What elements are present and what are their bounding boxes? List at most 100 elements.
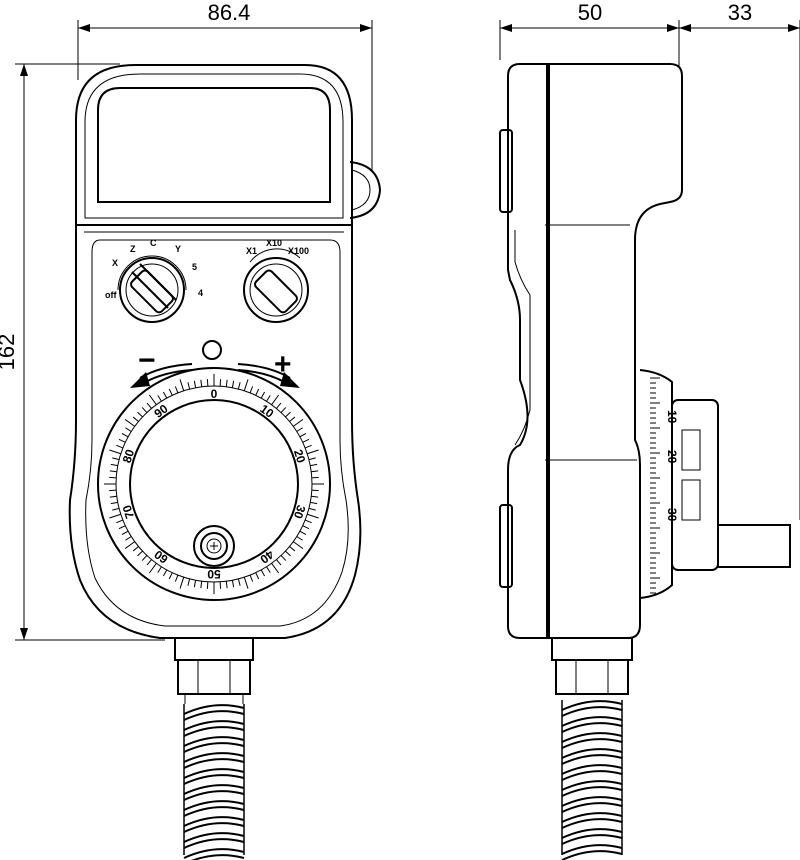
handwheel-tick: [125, 427, 132, 432]
handwheel-side-profile: 10 20 30: [639, 369, 791, 599]
handwheel-tick: [193, 380, 197, 388]
handwheel-tick: [112, 457, 120, 461]
handwheel-tick: [299, 530, 307, 536]
handwheel-tick: [141, 555, 148, 561]
handwheel-scale-label: 80: [120, 447, 138, 464]
handwheel-tick: [237, 578, 241, 586]
handwheel-tick: [311, 470, 319, 473]
handwheel-tick: [308, 507, 316, 511]
handwheel-tick: [118, 438, 126, 443]
axis-label-4: 4: [198, 288, 203, 298]
indicator-lamp: [202, 340, 222, 360]
handwheel-tick: [193, 580, 197, 588]
cable-coil-turn: [561, 844, 623, 860]
step-selector-knob[interactable]: X1 X10 X100: [243, 238, 309, 323]
cable-gland: [174, 637, 254, 704]
handwheel-tick: [276, 559, 282, 566]
handwheel-tick: [311, 495, 319, 498]
handwheel-tick: [299, 432, 307, 438]
jog-minus-label: −: [138, 344, 156, 377]
handwheel-tick: [304, 444, 312, 449]
step-label-x1: X1: [246, 246, 257, 256]
handwheel-tick: [200, 581, 203, 589]
handwheel-tick: [121, 530, 129, 536]
axis-label-c: C: [150, 238, 157, 248]
cable-coil-turn: [183, 800, 245, 817]
handwheel-tick: [141, 407, 148, 413]
handwheel-tick: [296, 427, 303, 432]
arrow-right-icon: [280, 372, 300, 388]
handwheel-tick: [187, 578, 191, 586]
cable-coil-turn: [183, 704, 245, 721]
handwheel-tick: [146, 402, 152, 409]
handwheel-tick: [124, 541, 136, 550]
handwheel-tick: [162, 391, 168, 399]
handwheel-tick: [174, 574, 179, 582]
handwheel-tick: [157, 566, 162, 573]
axis-label-off: off: [105, 290, 117, 300]
axis-selector-knob[interactable]: off X Z C Y 5 4: [105, 238, 203, 323]
handwheel-tick: [174, 386, 179, 394]
side-scale-label-20: 20: [665, 450, 679, 464]
cable-coil-turn: [183, 848, 245, 860]
side-scale-label-10: 10: [665, 410, 679, 424]
cable-coil-turn: [183, 816, 245, 833]
handwheel-tick: [137, 550, 143, 557]
handwheel-tick: [110, 463, 118, 467]
cable-coil-turn: [561, 796, 623, 813]
handwheel-tick: [276, 402, 282, 409]
handwheel-tick: [271, 394, 280, 406]
handwheel-tick: [137, 411, 143, 418]
handwheel-tick: [280, 555, 287, 561]
crank-handle[interactable]: [717, 524, 791, 568]
dimension-depth-body: 50: [578, 0, 602, 25]
handwheel-tick: [157, 395, 162, 402]
cable-coil-turn: [561, 700, 623, 717]
cable-coil-turn: [561, 812, 623, 829]
handwheel-scale-label: 70: [120, 503, 138, 520]
coiled-cable: [183, 704, 245, 860]
side-scale-label-30: 30: [665, 508, 679, 522]
handwheel-tick: [289, 546, 296, 552]
handwheel-tick: [124, 418, 136, 427]
handwheel-tick: [308, 457, 316, 461]
axis-label-y: Y: [175, 244, 181, 254]
handwheel-scale-label: 10: [257, 402, 276, 421]
handwheel-tick: [302, 438, 310, 443]
side-scale-ticks: [650, 377, 660, 594]
handwheel-tick: [266, 566, 271, 573]
handwheel-tick: [310, 501, 318, 505]
cable-coil-turn: [183, 752, 245, 769]
cable-coil-turn: [561, 732, 623, 749]
handwheel-tick: [292, 418, 304, 427]
dimension-height: 162: [0, 334, 19, 371]
step-label-x10: X10: [266, 238, 282, 248]
handwheel-tick: [112, 507, 120, 511]
handwheel-scale-label: 20: [291, 448, 309, 465]
handwheel-tick: [237, 382, 241, 390]
handwheel-tick: [168, 572, 173, 580]
handwheel-tick: [260, 569, 266, 577]
handwheel-tick: [116, 444, 124, 449]
handwheel-tick: [179, 379, 185, 391]
handwheel-tick: [116, 519, 124, 524]
cable-coil-turn: [183, 784, 245, 801]
handwheel-tick: [146, 559, 152, 566]
handwheel-tick: [310, 463, 318, 467]
crank-knob[interactable]: [193, 525, 235, 567]
handwheel-tick: [231, 580, 235, 588]
handwheel-tick: [292, 541, 304, 550]
cable-coil-turn: [183, 768, 245, 785]
step-label-x100: X100: [288, 246, 309, 256]
dimension-depth-handwheel: 33: [728, 0, 752, 25]
dimension-lines: 86.4 162 50 33: [0, 0, 800, 641]
arrow-left-icon: [130, 372, 150, 388]
axis-label-z: Z: [130, 244, 136, 254]
handwheel-scale-label: 40: [257, 547, 276, 566]
handwheel-tick: [225, 581, 228, 589]
cable-coil-turn: [183, 736, 245, 753]
handwheel-tick: [255, 572, 260, 580]
